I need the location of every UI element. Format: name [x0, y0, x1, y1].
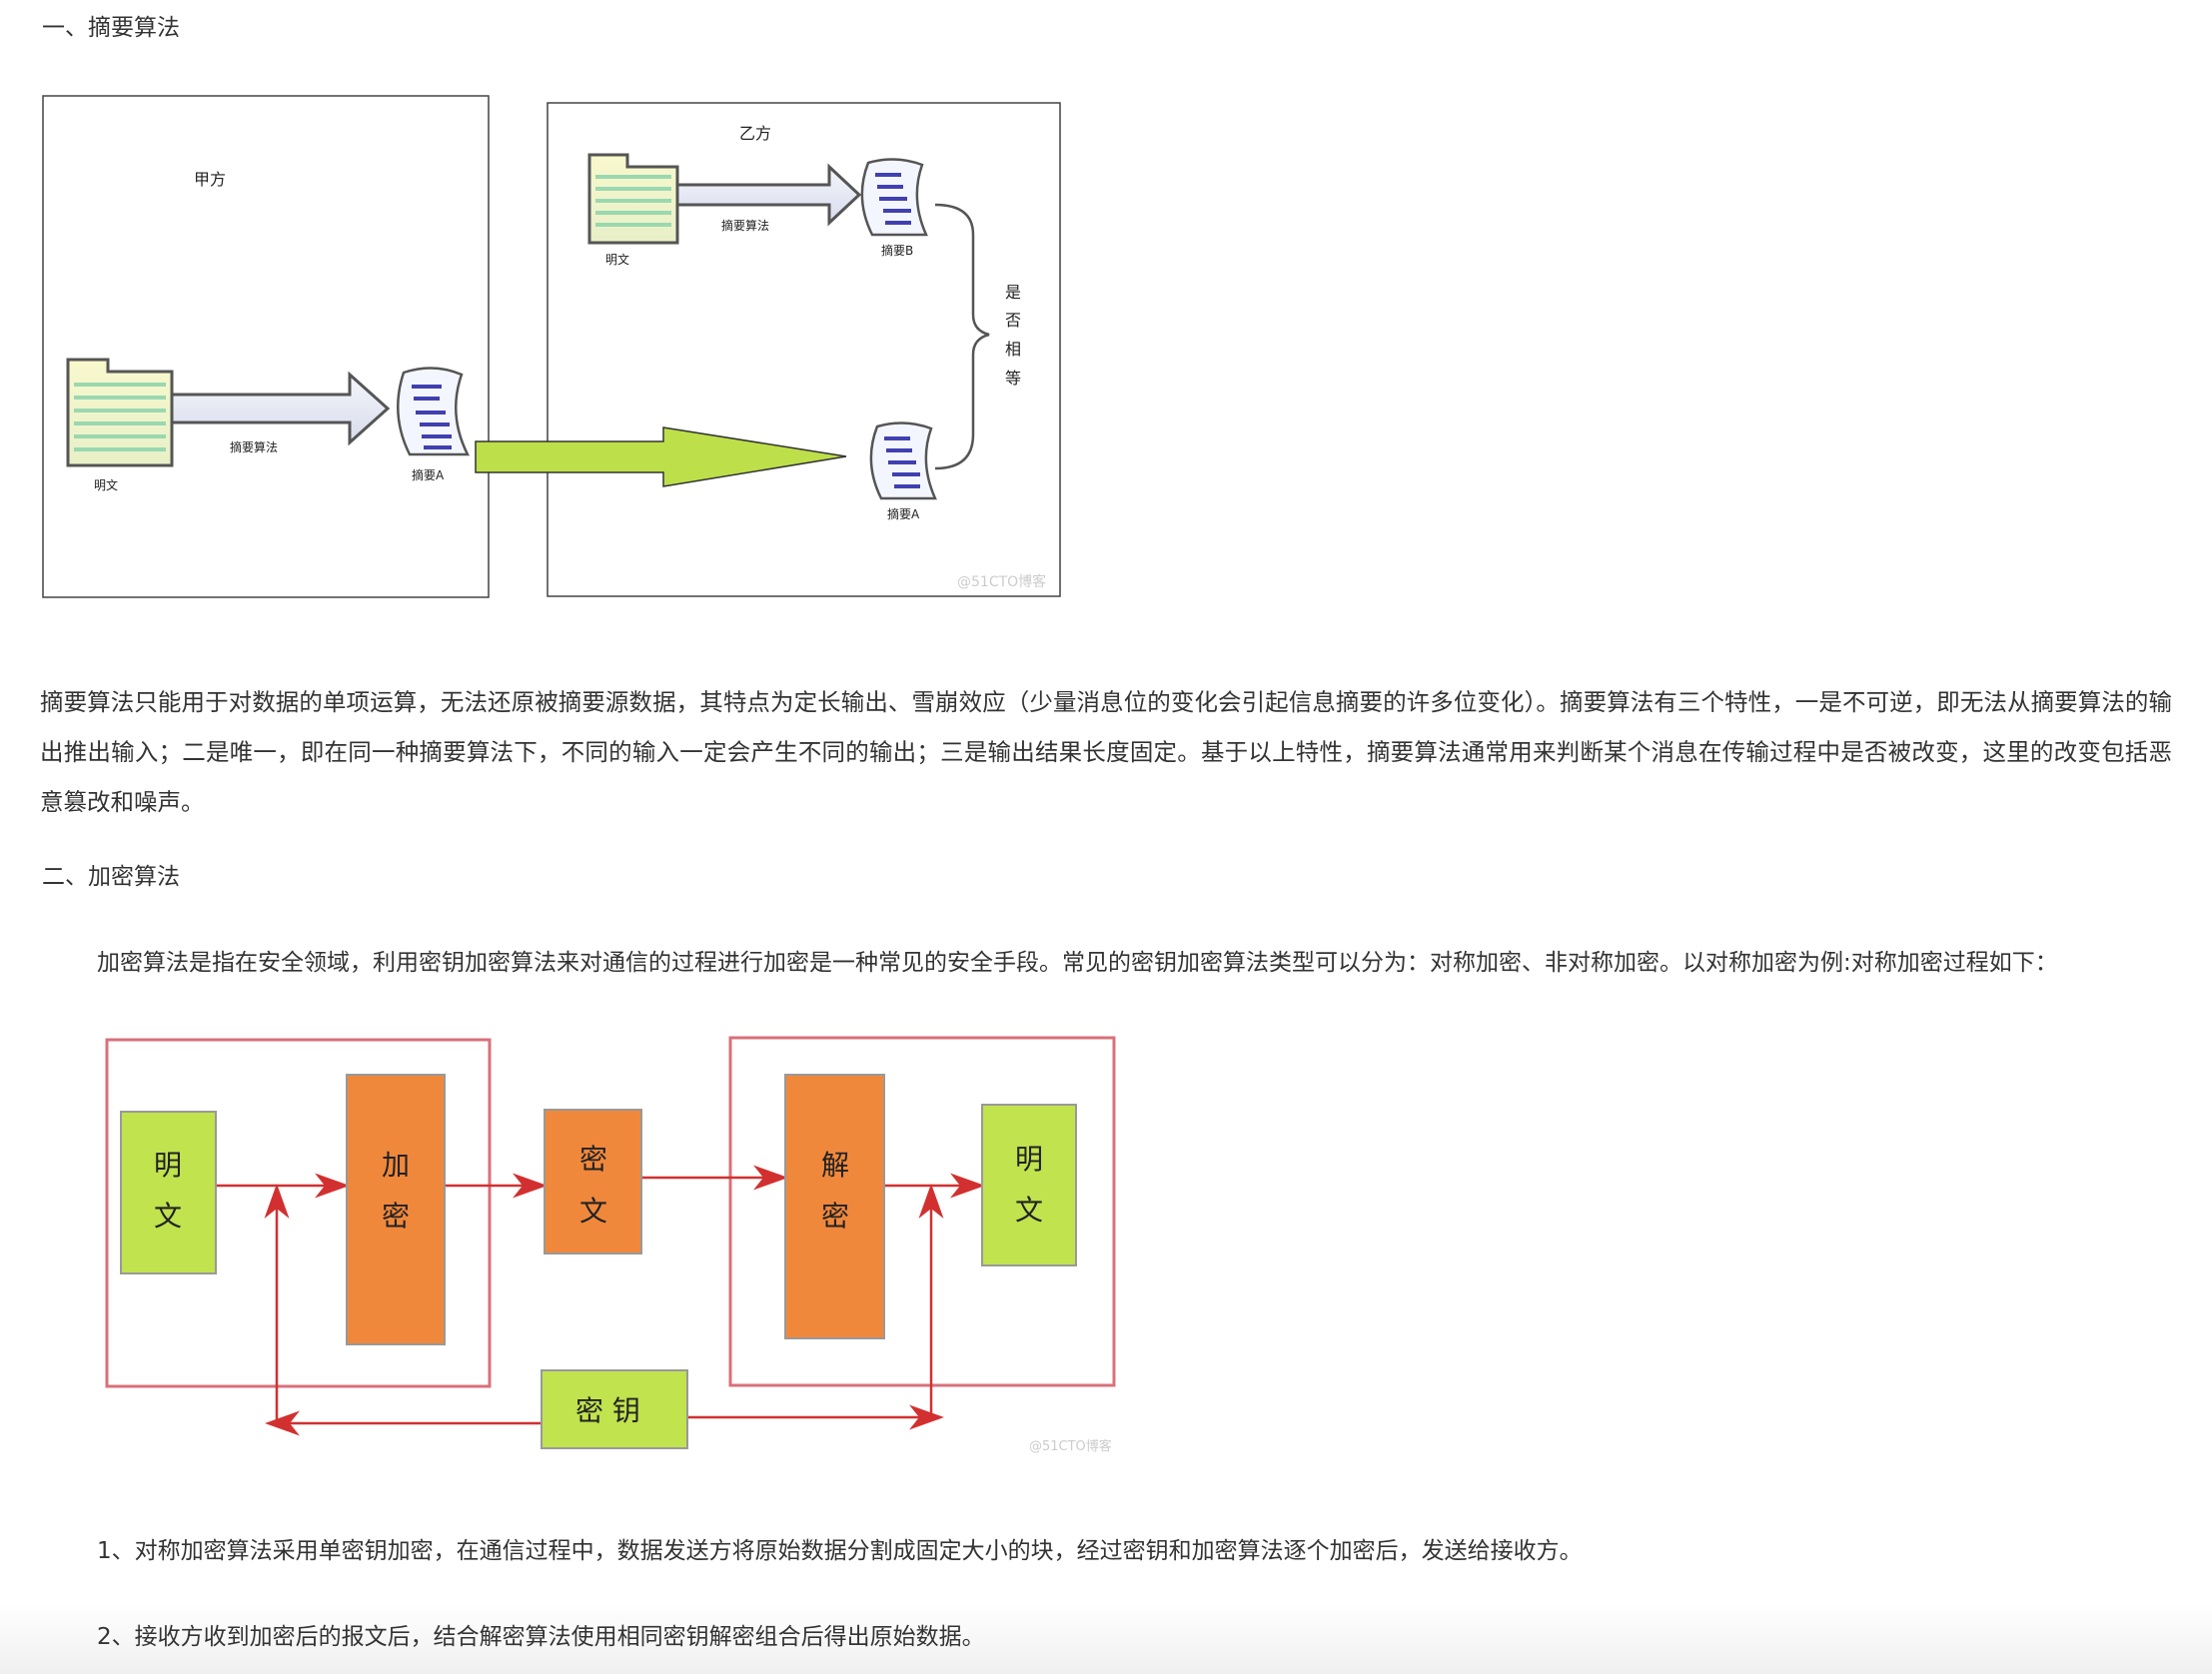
encrypt-box: 加 密: [346, 1074, 446, 1345]
decrypt-box: 解 密: [784, 1074, 885, 1339]
compare-label: 等: [1005, 369, 1021, 388]
section2-intro: 加密算法是指在安全领域，利用密钥加密算法来对通信的过程进行加密是一种常见的安全手…: [97, 950, 2058, 976]
svg-text:文: 文: [579, 1195, 607, 1228]
step-2: 2、接收方收到加密后的报文后，结合解密算法使用相同密钥解密组合后得出原始数据。: [97, 1624, 985, 1650]
digest-a-label: 摘要A: [887, 506, 920, 521]
plaintext-folder-icon: [66, 358, 174, 467]
bottom-fade: [0, 1604, 2212, 1674]
key-box: 密 钥: [541, 1369, 688, 1449]
plaintext-output-box: 明 文: [981, 1104, 1077, 1266]
digest-paragraph: 摘要算法只能用于对数据的单项运算，无法还原被摘要源数据，其特点为定长输出、雪崩效…: [40, 688, 2172, 816]
algorithm-label: 摘要算法: [721, 218, 769, 233]
ciphertext-box: 密 文: [544, 1109, 642, 1255]
compare-label: 相: [1005, 340, 1021, 359]
svg-text:密: 密: [382, 1200, 410, 1233]
compare-brace: [934, 203, 990, 470]
party-a-frame: [42, 95, 490, 598]
svg-text:明: 明: [154, 1149, 182, 1182]
svg-text:明: 明: [1015, 1143, 1043, 1176]
svg-text:文: 文: [154, 1200, 182, 1233]
party-b-label: 乙方: [739, 124, 771, 143]
plaintext-box: 明 文: [120, 1111, 217, 1274]
digest-arrow-icon: [170, 371, 391, 446]
digest-a-label: 摘要A: [412, 467, 445, 482]
digest-scroll-icon: [869, 421, 937, 500]
step-1: 1、对称加密算法采用单密钥加密，在通信过程中，数据发送方将原始数据分割成固定大小…: [97, 1538, 1583, 1564]
party-b-frame: [547, 102, 1061, 597]
plaintext-label: 明文: [605, 252, 629, 267]
digest-b-label: 摘要B: [881, 243, 913, 258]
section2-heading: 二、加密算法: [42, 864, 180, 890]
party-a-label: 甲方: [194, 170, 226, 189]
svg-text:文: 文: [1015, 1194, 1043, 1227]
watermark: @51CTO博客: [957, 573, 1046, 590]
plaintext-label: 明文: [94, 477, 118, 492]
svg-text:加: 加: [382, 1149, 410, 1182]
svg-text:解: 解: [821, 1149, 849, 1182]
digest-arrow-icon: [675, 163, 862, 227]
compare-label: 否: [1005, 311, 1021, 330]
plaintext-folder-icon: [587, 153, 679, 245]
watermark: @51CTO博客: [1029, 1438, 1112, 1454]
digest-diagram: 甲方 乙方 摘要算法 明文 摘要A 摘要算法 明文 摘要B 摘要A 是 否 相 …: [42, 95, 1061, 598]
digest-scroll-icon: [396, 367, 471, 456]
receiver-frame: [728, 1036, 1116, 1387]
section1-heading: 一、摘要算法: [42, 15, 180, 41]
sender-frame: [105, 1038, 492, 1388]
compare-label: 是: [1005, 283, 1021, 302]
algorithm-label: 摘要算法: [230, 439, 278, 454]
transfer-arrow-icon: [475, 426, 847, 487]
svg-text:密 钥: 密 钥: [575, 1394, 640, 1427]
svg-text:密: 密: [579, 1143, 607, 1176]
digest-scroll-icon: [860, 158, 928, 237]
symmetric-encryption-diagram: 明 文 加 密 密 文 解 密 明 文 密 钥 @51CTO博客: [105, 1036, 1116, 1454]
svg-text:密: 密: [821, 1200, 849, 1233]
